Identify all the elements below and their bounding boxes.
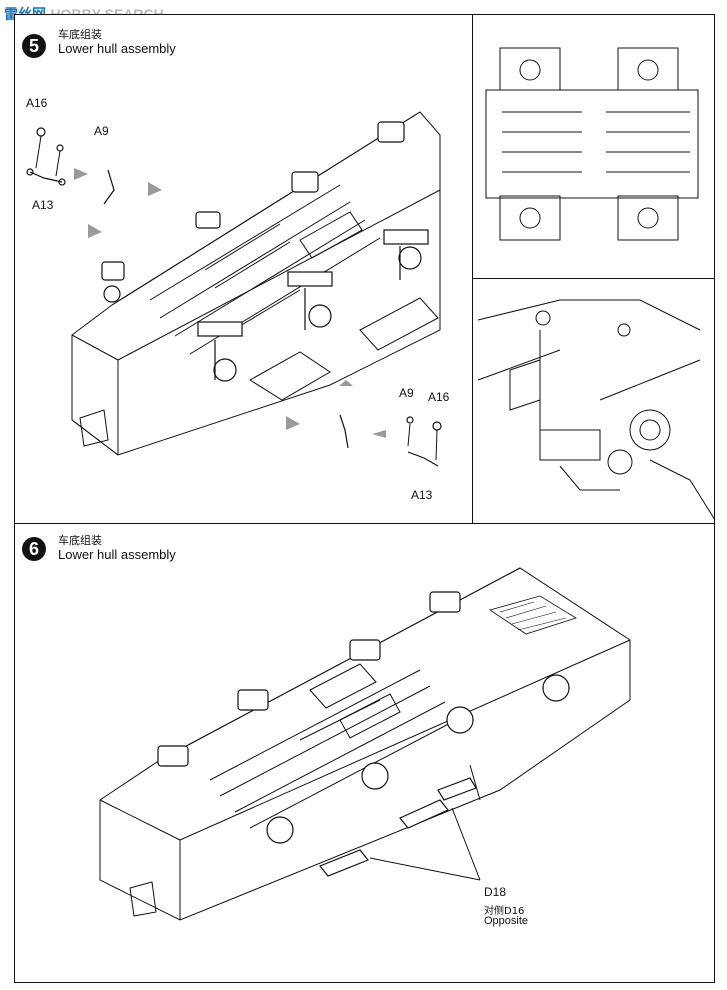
step5-number-badge: 5 (22, 34, 46, 58)
step6-title-cn: 车底组装 (58, 534, 102, 547)
step5-detail-top-panel (472, 14, 715, 279)
part-label-a9-right: A9 (399, 386, 414, 400)
part-label-a13: A13 (32, 198, 54, 212)
part-label-a16-right: A16 (428, 390, 450, 404)
step5-main-panel (14, 14, 473, 524)
part-label-d18: D18 (484, 885, 507, 899)
step5-detail-bottom-panel (472, 278, 715, 524)
step6-title-en: Lower hull assembly (58, 547, 176, 562)
step5-title-en: Lower hull assembly (58, 41, 176, 56)
part-label-a13-right: A13 (411, 488, 433, 502)
part-label-a16: A16 (26, 96, 48, 110)
part-label-a9: A9 (94, 124, 109, 138)
step6-panel (14, 523, 715, 983)
step6-number-badge: 6 (22, 537, 46, 561)
step5-title-cn: 车底组装 (58, 28, 102, 41)
part-label-opposite-en: Opposite (484, 915, 529, 927)
